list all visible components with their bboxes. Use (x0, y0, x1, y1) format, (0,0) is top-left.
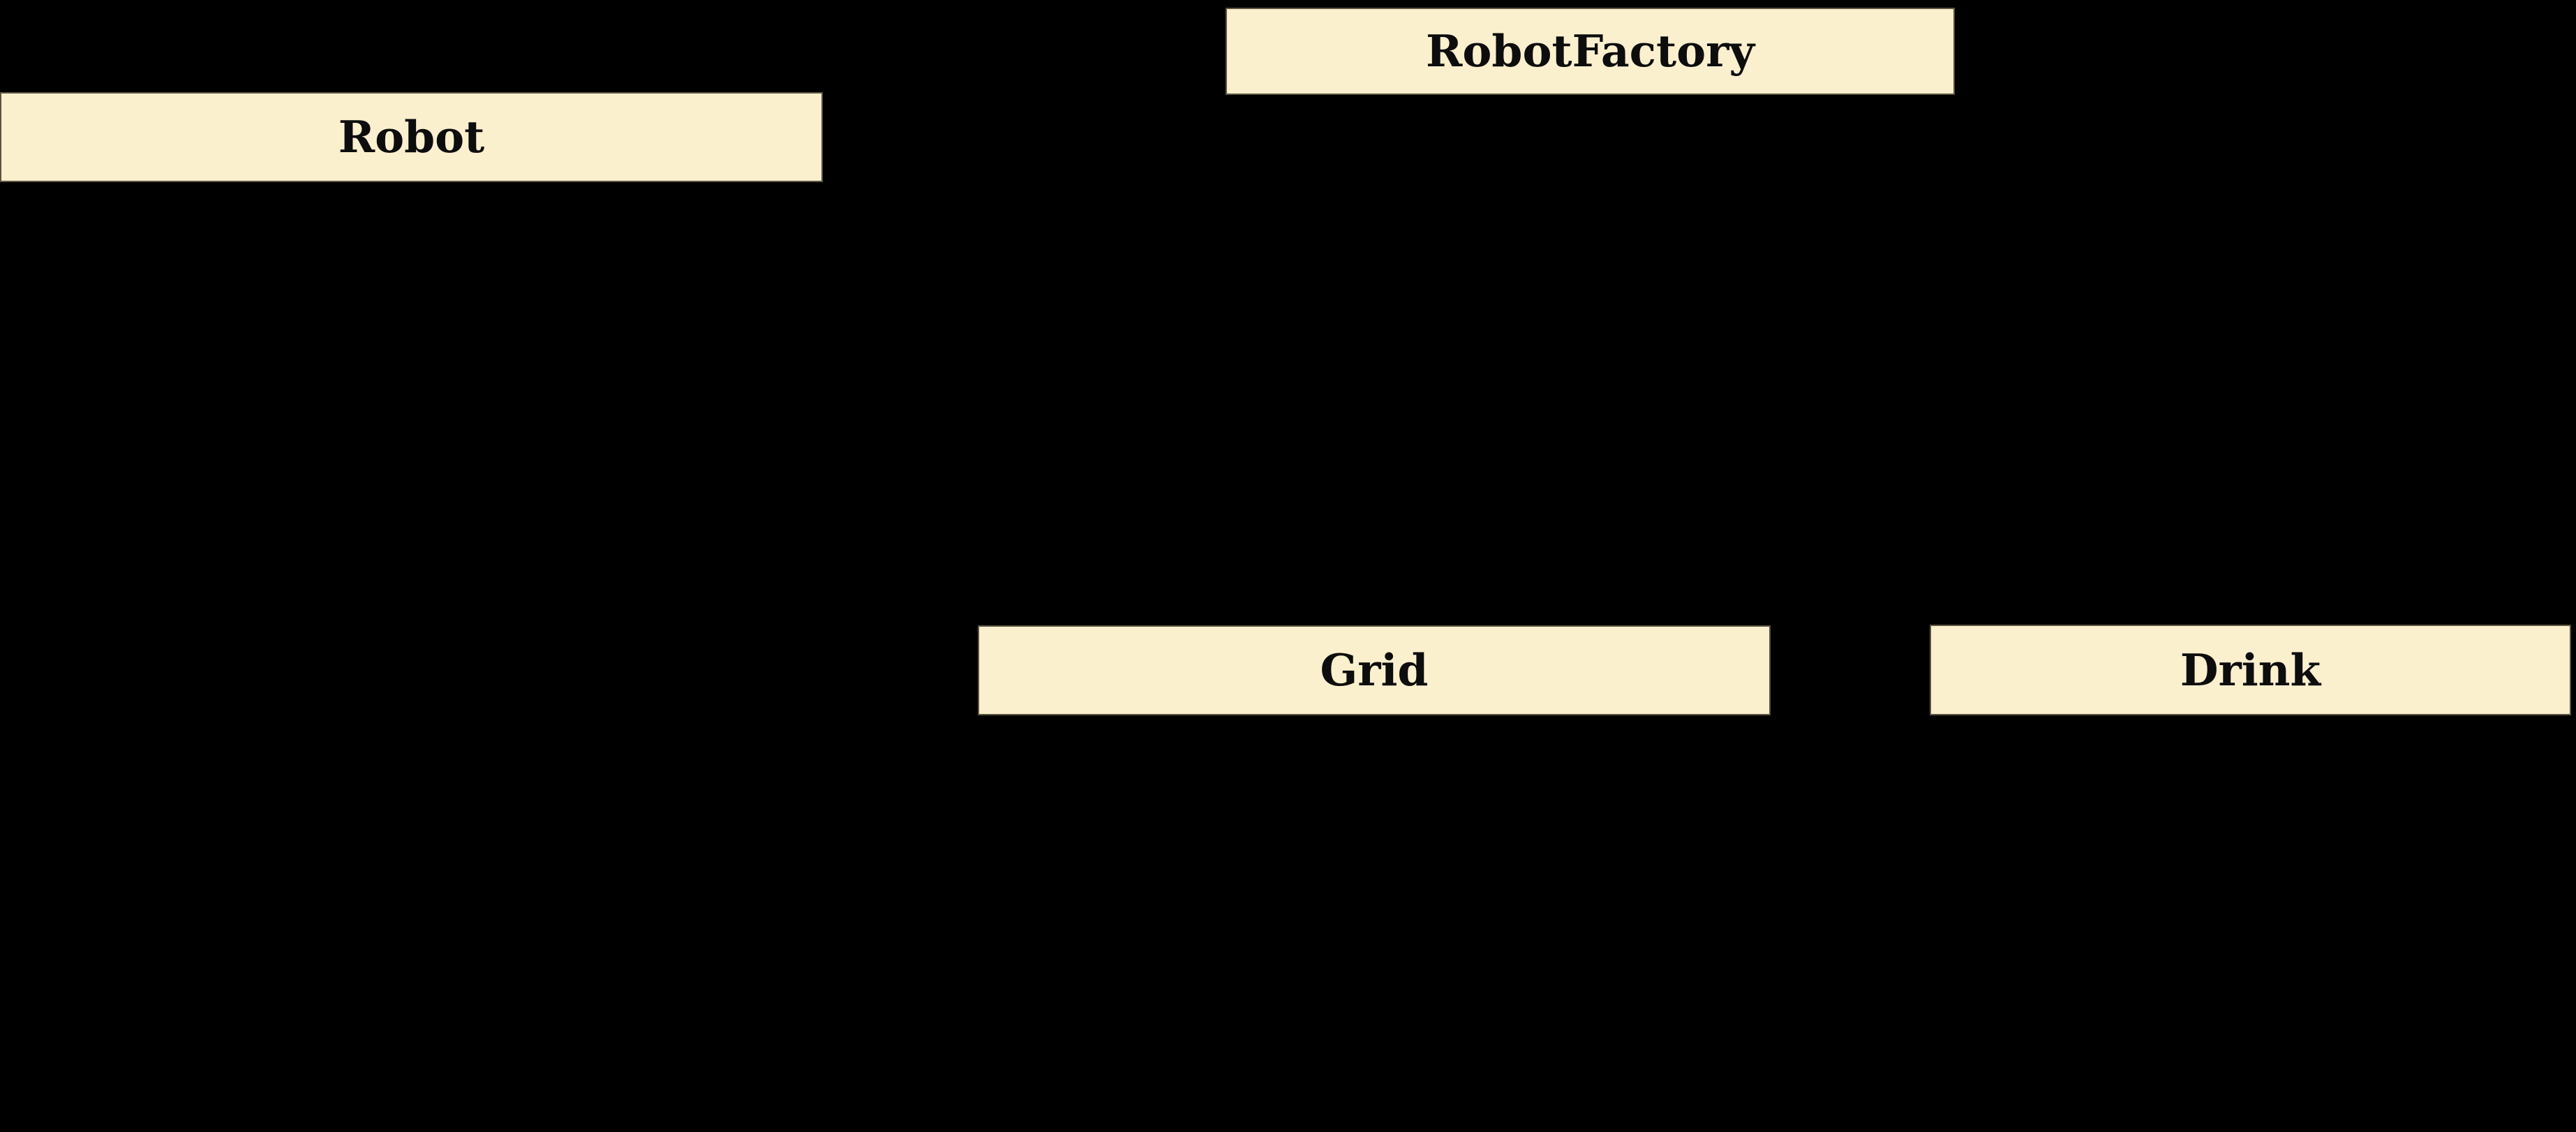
class-header-robotfactory: RobotFactory (1226, 8, 1955, 95)
class-name-grid: Grid (1320, 644, 1429, 696)
class-header-drink: Drink (1930, 625, 2571, 715)
class-name-drink: Drink (2180, 643, 2321, 696)
class-name-robot: Robot (338, 111, 485, 163)
class-header-robot: Robot (0, 92, 823, 182)
class-name-robotfactory: RobotFactory (1426, 25, 1755, 77)
class-header-grid: Grid (978, 625, 1771, 715)
